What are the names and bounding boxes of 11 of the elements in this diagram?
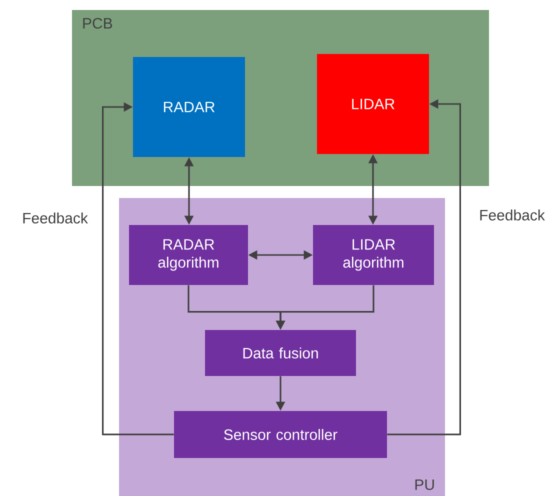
process-box: Sensor controller — [174, 410, 387, 458]
edge-label: Feedback — [21, 211, 89, 224]
edge-label: Feedback — [478, 208, 546, 222]
sensor-box: RADAR — [133, 57, 245, 157]
sensor-box: LIDAR — [317, 54, 429, 154]
panel-label: PCB — [83, 18, 112, 29]
panel-label: PU — [415, 480, 434, 490]
process-box: LIDAR algorithm — [313, 225, 434, 285]
process-box: RADAR algorithm — [129, 225, 248, 285]
process-box: Data fusion — [205, 330, 356, 376]
arrow — [102, 102, 174, 436]
